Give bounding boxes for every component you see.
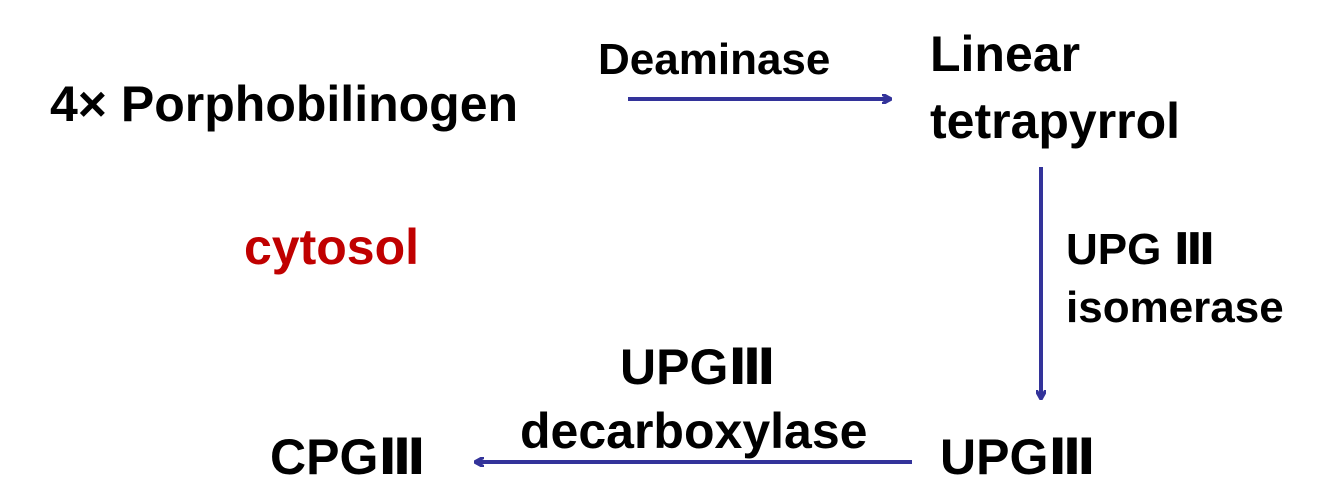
cpg3-label: CPGⅢ (270, 429, 426, 485)
isomerase-label-line2: isomerase (1066, 283, 1284, 332)
upg3-label: UPGⅢ (940, 429, 1096, 485)
decarboxylase-label-line1: UPGⅢ (620, 339, 776, 395)
porphobilinogen-label: 4× Porphobilinogen (50, 76, 519, 132)
decarboxylase-label-line2: decarboxylase (520, 403, 868, 459)
deaminase-label: Deaminase (598, 35, 831, 84)
linear-tetrapyrrol-line2: tetrapyrrol (930, 93, 1181, 149)
isomerase-label-line1: UPG Ⅲ (1066, 225, 1216, 274)
cytosol-label: cytosol (244, 219, 420, 275)
linear-tetrapyrrol-line1: Linear (930, 26, 1081, 82)
